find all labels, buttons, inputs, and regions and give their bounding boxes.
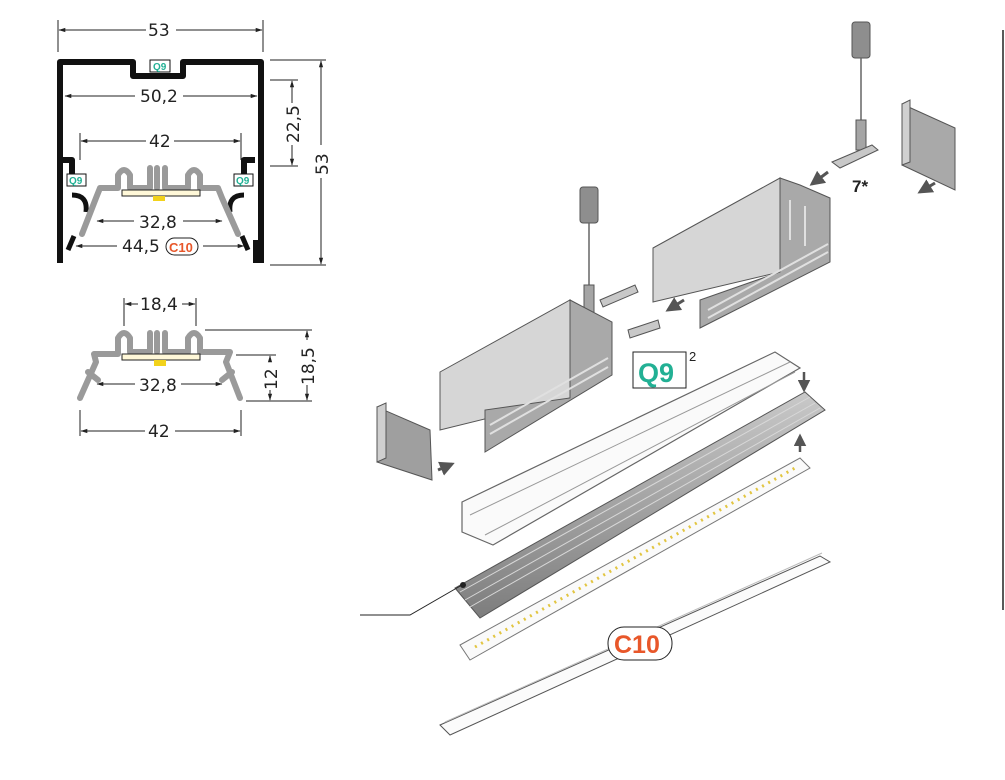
- housing-profile: [57, 59, 264, 263]
- housing-section-upper: [652, 177, 831, 329]
- q9-tag-left: Q9: [69, 176, 83, 187]
- dim-width-32-8-b: 32,8: [139, 376, 177, 396]
- heatsink-profile: [77, 330, 243, 401]
- dim-width-44-5: 44,5: [122, 237, 160, 257]
- dim-height-18-5: 18,5: [299, 347, 319, 385]
- housing-section-lower: [439, 299, 613, 453]
- c10-tag: C10: [169, 240, 193, 255]
- label-7: 7*: [852, 177, 868, 196]
- cross-section-top: Q9 Q9 Q9 53 50,2 42 32,8 44,5 C10 22,5 5…: [57, 20, 333, 266]
- heatsink-profile: [79, 165, 241, 237]
- heatsink: [454, 391, 826, 619]
- mounting-plate: [461, 351, 802, 546]
- dim-width-42: 42: [149, 132, 171, 152]
- dim-height-53: 53: [313, 153, 333, 175]
- dim-width-18-4: 18,4: [140, 295, 178, 315]
- ceiling-suspension-left: [579, 186, 661, 339]
- dim-width-50-2: 50,2: [140, 87, 178, 107]
- dim-height-22-5: 22,5: [284, 105, 304, 143]
- q9-tag-right: Q9: [236, 176, 250, 187]
- dim-width-42-b: 42: [148, 422, 170, 442]
- ceiling-suspension-right: [831, 21, 879, 169]
- q9-tag-top: Q9: [153, 62, 167, 73]
- q9-superscript: 2: [689, 349, 696, 364]
- led-chip: [153, 196, 165, 201]
- dim-height-12: 12: [262, 368, 282, 390]
- c10-label: C10: [614, 631, 660, 659]
- cross-section-heatsink: 18,4 32,8 42 12 18,5: [77, 295, 319, 442]
- led-strip: [121, 189, 201, 197]
- dim-width-32-8: 32,8: [139, 213, 177, 233]
- exploded-view: 7* Q9 2 C10: [360, 21, 956, 736]
- dim-width-53: 53: [148, 21, 170, 41]
- q9-label: Q9: [638, 358, 674, 388]
